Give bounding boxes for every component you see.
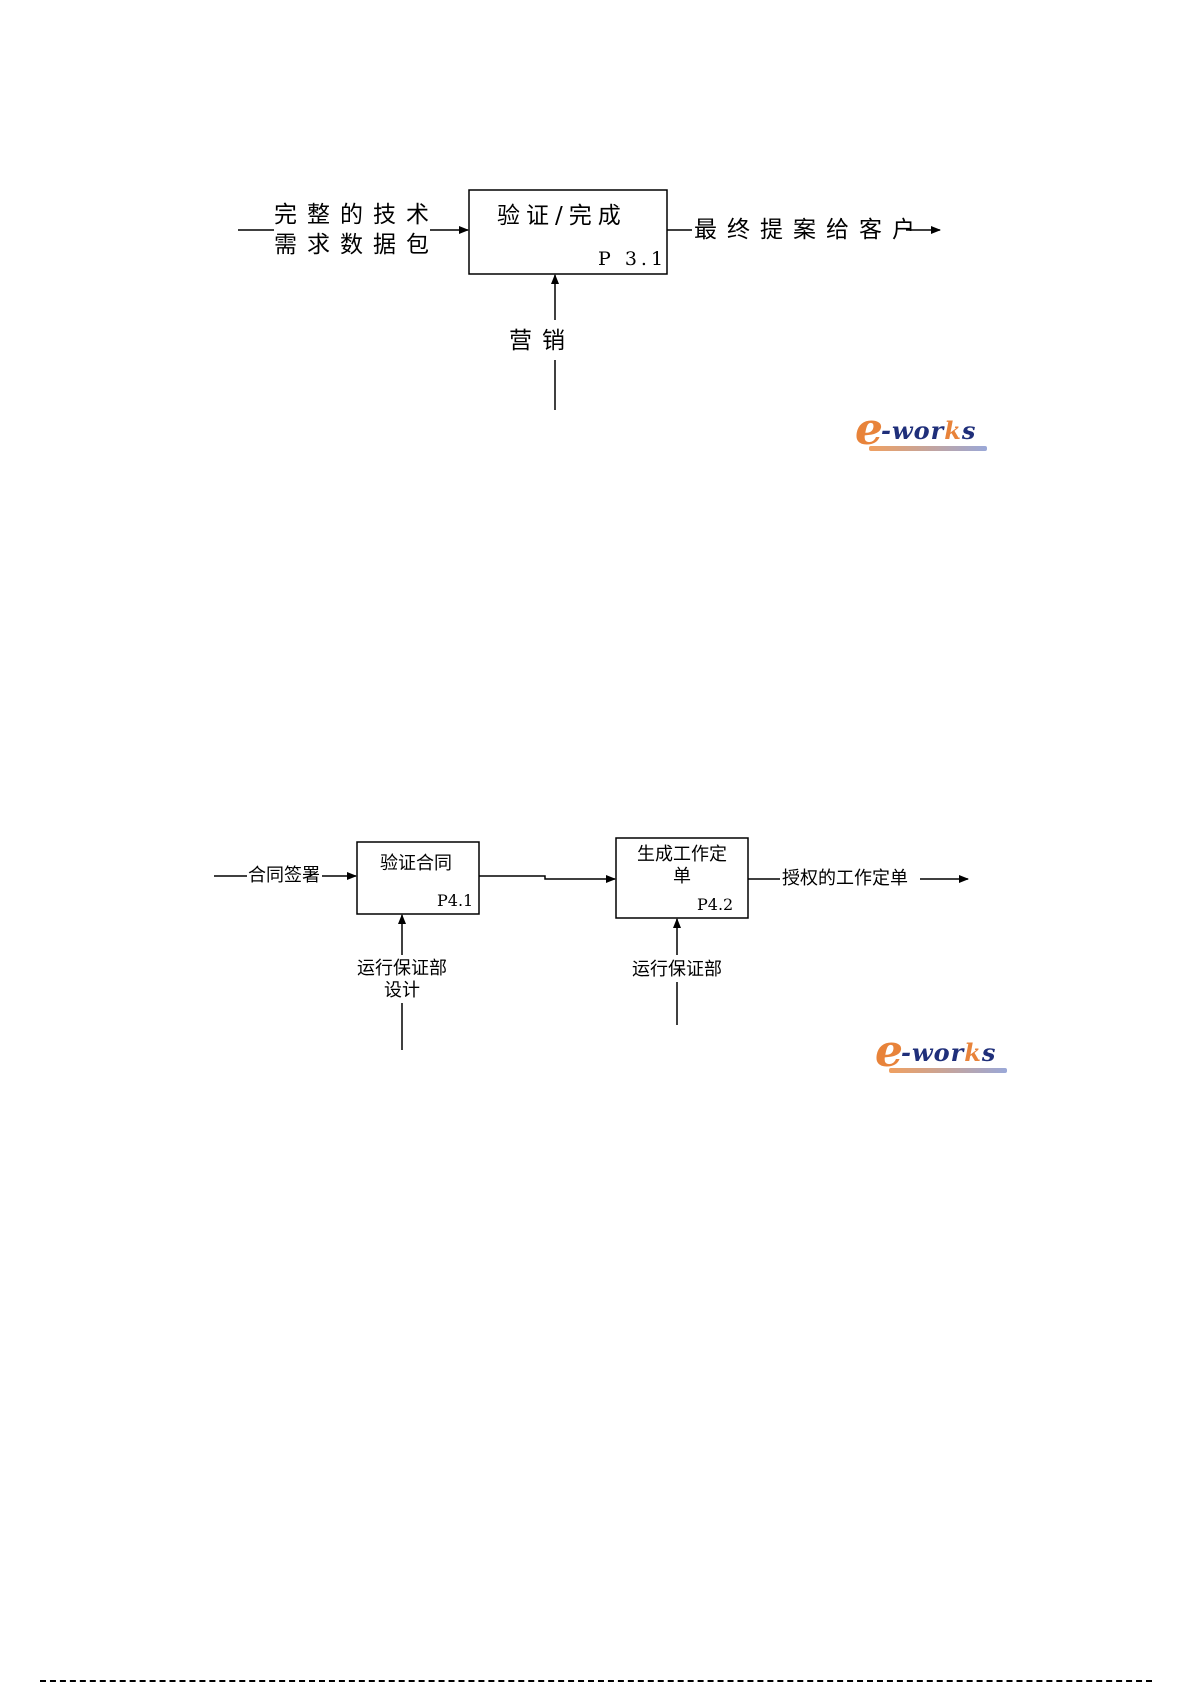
d2-input-label: 合同签署	[248, 867, 320, 885]
d2-control2-label: 运行保证部	[627, 961, 727, 979]
d1-input-label-line1: 完整的技术	[274, 204, 439, 227]
d2-box1-title: 验证合同	[380, 855, 452, 873]
d2-control1-label-line2: 设计	[352, 982, 452, 1000]
d2-box2-code: P4.2	[697, 897, 733, 913]
d2-box2-title-line1: 生成工作定	[626, 846, 738, 864]
eworks-logo-top: e -works	[855, 408, 995, 458]
d1-control-label: 营销	[509, 330, 575, 353]
d2-connector	[479, 876, 615, 879]
d1-box-title: 验证/完成	[497, 205, 627, 228]
d2-output-label: 授权的工作定单	[782, 870, 908, 888]
d1-box-code: P 3.1	[598, 250, 667, 269]
d2-box2-title-line2: 单	[626, 868, 738, 886]
d2-box1-code: P4.1	[437, 893, 473, 909]
page-bottom-rule	[40, 1680, 1152, 1684]
d1-input-label-line2: 需求数据包	[274, 234, 439, 257]
d1-output-label: 最终提案给客户	[694, 219, 925, 242]
eworks-logo-bottom: e -works	[875, 1030, 1015, 1080]
d2-control1-label-line1: 运行保证部	[352, 960, 452, 978]
